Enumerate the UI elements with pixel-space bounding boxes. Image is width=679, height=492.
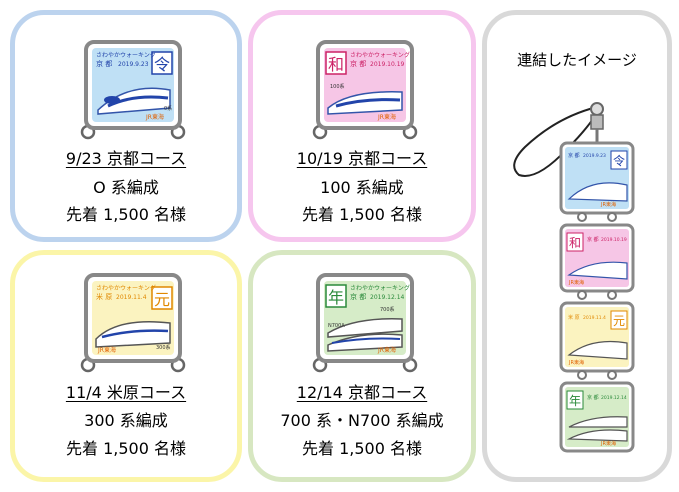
charm-card-2: 和 さわやかウォーキング 京 都 2019.10.19 100系 JR東海	[310, 40, 420, 140]
card-kanji: 令	[154, 55, 170, 74]
svg-text:2019.9.23: 2019.9.23	[583, 153, 606, 159]
card-place: 米 原	[96, 292, 112, 301]
svg-text:令: 令	[613, 153, 625, 168]
card-date: 2019.11.4	[116, 294, 147, 301]
card-place: 京 都	[96, 59, 112, 68]
svg-text:年: 年	[569, 394, 581, 408]
limit-text: 先着 1,500 名様	[66, 205, 186, 224]
card-jr: JR東海	[377, 113, 396, 121]
connected-title: 連結したイメージ	[517, 51, 637, 69]
card-model: 700系	[380, 306, 395, 313]
course-title: 10/19 京都コース	[296, 149, 428, 168]
limit-text: 先着 1,500 名様	[302, 439, 422, 458]
card-jr: JR東海	[377, 346, 396, 354]
card-model: 0系	[164, 105, 172, 112]
card-walk: さわやかウォーキング	[350, 284, 410, 292]
card-kanji: 年	[328, 288, 344, 307]
card-kanji: 和	[328, 55, 344, 74]
svg-text:京 都: 京 都	[568, 152, 580, 159]
card-walk: さわやかウォーキング	[350, 51, 410, 59]
card-walk: さわやかウォーキング	[96, 284, 156, 292]
card-place: 京 都	[350, 292, 366, 301]
train-type: O 系編成	[93, 178, 159, 197]
card-walk: さわやかウォーキング	[96, 51, 156, 59]
svg-text:JR東海: JR東海	[568, 359, 584, 366]
card-jr: JR東海	[97, 346, 116, 354]
connected-charm-stack: 令 京 都 2019.9.23 JR東海 和 京 都 2019.10.19 JR…	[497, 97, 667, 486]
course-title: 9/23 京都コース	[65, 149, 187, 168]
svg-text:元: 元	[613, 314, 625, 328]
course-panel-1: 令 さわやかウォーキング 京 都 2019.9.23 0系 JR東海 9/23 …	[10, 10, 242, 242]
card-model: 100系	[330, 83, 345, 90]
svg-text:JR東海: JR東海	[568, 279, 584, 286]
course-panel-2: 和 さわやかウォーキング 京 都 2019.10.19 100系 JR東海 10…	[248, 10, 476, 242]
limit-text: 先着 1,500 名様	[302, 205, 422, 224]
card-model: 300系	[156, 344, 171, 351]
svg-text:JR東海: JR東海	[600, 201, 616, 208]
card-kanji: 元	[154, 290, 170, 309]
svg-text:2019.10.19: 2019.10.19	[601, 237, 627, 243]
charm-card-3: 元 さわやかウォーキング 米 原 2019.11.4 300系 JR東海	[78, 273, 188, 373]
charm-card-4: 年 さわやかウォーキング 京 都 2019.12.14 700系 N700A J…	[310, 273, 420, 373]
course-panel-4: 年 さわやかウォーキング 京 都 2019.12.14 700系 N700A J…	[248, 250, 476, 482]
card-date: 2019.12.14	[370, 294, 405, 301]
svg-text:和: 和	[569, 236, 581, 250]
train-type: 700 系・N700 系編成	[280, 411, 444, 430]
limit-text: 先着 1,500 名様	[66, 439, 186, 458]
svg-text:2019.12.14: 2019.12.14	[601, 395, 627, 401]
train-type: 100 系編成	[320, 178, 404, 197]
svg-text:米 原: 米 原	[568, 314, 580, 321]
card-place: 京 都	[350, 59, 366, 68]
card-jr: JR東海	[145, 113, 164, 121]
svg-text:2019.11.4: 2019.11.4	[583, 315, 606, 321]
course-title: 12/14 京都コース	[296, 383, 428, 402]
card-date: 2019.9.23	[118, 61, 149, 68]
train-type: 300 系編成	[84, 411, 168, 430]
svg-text:JR東海: JR東海	[600, 440, 616, 447]
card-model-2: N700A	[328, 323, 345, 329]
card-date: 2019.10.19	[370, 61, 405, 68]
course-panel-3: 元 さわやかウォーキング 米 原 2019.11.4 300系 JR東海 11/…	[10, 250, 242, 482]
course-title: 11/4 米原コース	[65, 383, 187, 402]
strap-loop	[513, 106, 598, 177]
svg-text:京 都: 京 都	[587, 394, 599, 401]
connected-panel: 連結したイメージ 令 京 都 2019.9.23 JR東海 和 京 都	[482, 10, 672, 482]
svg-text:京 都: 京 都	[587, 236, 599, 243]
charm-card-1: 令 さわやかウォーキング 京 都 2019.9.23 0系 JR東海	[78, 40, 188, 140]
